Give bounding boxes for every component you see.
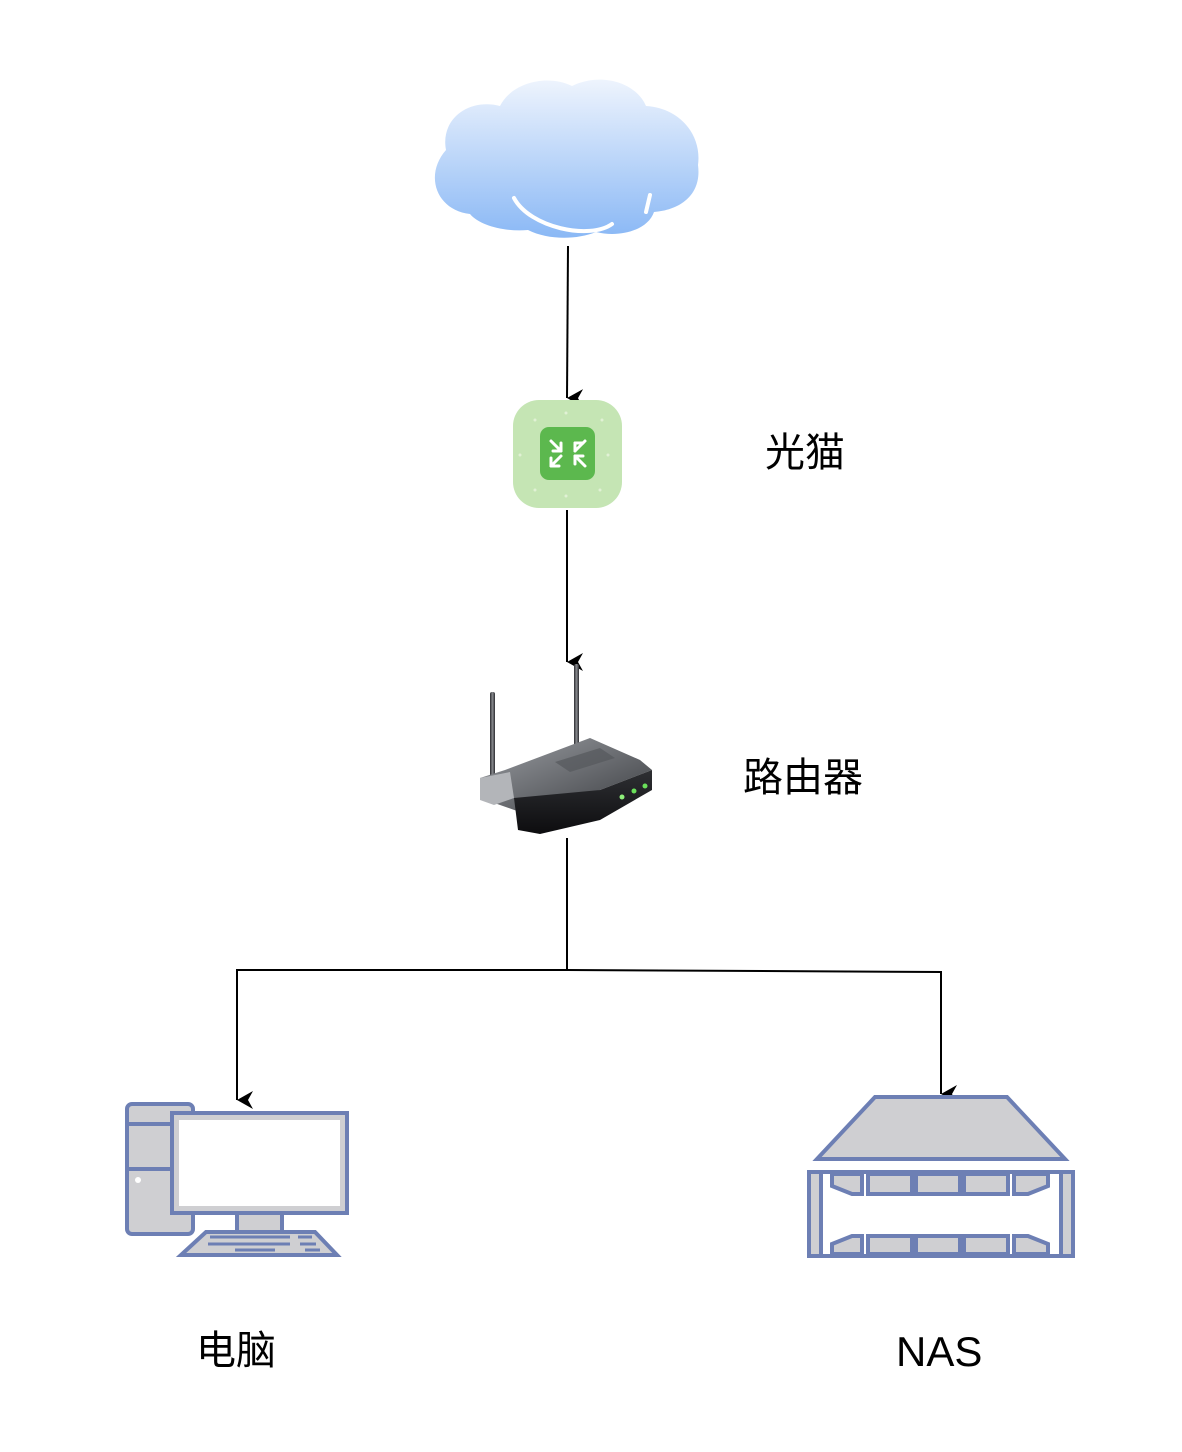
cloud-icon[interactable] — [434, 79, 699, 238]
modem-label: 光猫 — [765, 430, 845, 476]
nas-storage-icon[interactable] — [807, 1095, 1075, 1258]
desktop-computer-icon[interactable] — [125, 1102, 349, 1257]
edges — [236, 245, 957, 1109]
edge-router-nas — [566, 969, 957, 1103]
pc-label: 电脑 — [196, 1328, 276, 1374]
edge-internet-modem — [566, 245, 584, 408]
optical-modem-icon[interactable] — [513, 400, 622, 508]
wireless-router-icon[interactable] — [480, 664, 652, 834]
nas-label: NAS — [896, 1328, 983, 1375]
edge-router-pc — [236, 838, 568, 1109]
router-label: 路由器 — [743, 755, 863, 801]
